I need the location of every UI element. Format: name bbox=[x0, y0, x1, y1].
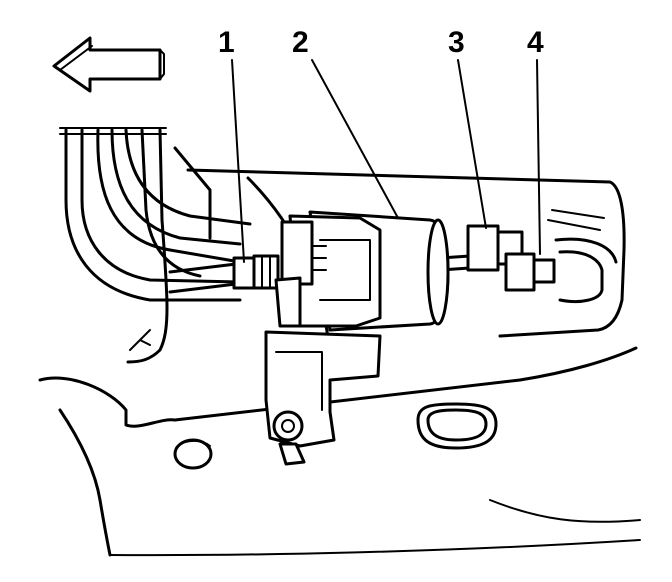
callout-4: 4 bbox=[527, 26, 544, 59]
fitting-callout-1 bbox=[232, 254, 280, 290]
line-bundle bbox=[59, 127, 252, 364]
evap-canister-valve bbox=[274, 210, 450, 332]
fitting-callout-4 bbox=[504, 252, 556, 292]
leader-lines bbox=[231, 59, 541, 263]
callout-2: 2 bbox=[292, 26, 309, 59]
left-arrow-icon bbox=[52, 36, 165, 93]
body-plug-right bbox=[416, 402, 498, 450]
callout-3: 3 bbox=[448, 26, 465, 59]
body-plug-left bbox=[173, 438, 213, 470]
callout-1: 1 bbox=[218, 26, 235, 59]
mounting-bracket bbox=[264, 330, 382, 466]
fitting-callout-3 bbox=[466, 224, 524, 272]
